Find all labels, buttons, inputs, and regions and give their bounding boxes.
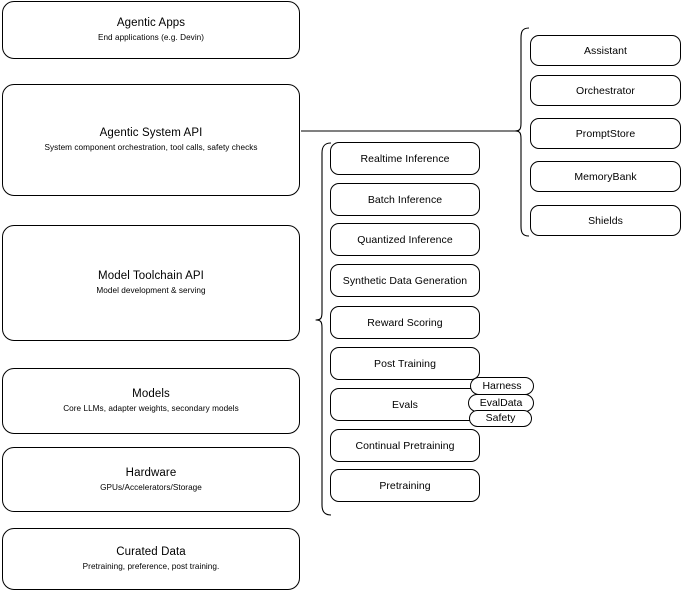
layer-title: Agentic System API [99, 127, 203, 139]
component-label: Orchestrator [576, 84, 635, 97]
capability-label: Post Training [374, 357, 436, 370]
capability-label: Quantized Inference [357, 233, 453, 246]
component-assistant[interactable]: Assistant [530, 35, 681, 66]
layer-subtitle: GPUs/Accelerators/Storage [100, 482, 202, 492]
layer-title: Models [132, 388, 170, 400]
layer-title: Agentic Apps [116, 17, 186, 29]
layer-agentic-apps[interactable]: Agentic Apps End applications (e.g. Devi… [2, 1, 300, 59]
component-label: Assistant [583, 44, 628, 57]
capability-reward-scoring[interactable]: Reward Scoring [330, 306, 480, 339]
layer-title: Hardware [125, 466, 177, 479]
component-orchestrator[interactable]: Orchestrator [530, 75, 681, 106]
toolchain-capabilities-bracket [315, 142, 332, 516]
layer-curated-data[interactable]: Curated Data Pretraining, preference, po… [2, 528, 300, 590]
capability-label: Reward Scoring [367, 316, 443, 329]
component-promptstore[interactable]: PromptStore [530, 118, 681, 149]
layer-agentic-system-api[interactable]: Agentic System API System component orch… [2, 84, 300, 196]
layer-subtitle: Pretraining, preference, post training. [82, 562, 220, 571]
capability-post-training[interactable]: Post Training [330, 347, 480, 380]
capability-label: Pretraining [379, 479, 431, 492]
component-label: MemoryBank [574, 170, 637, 183]
eval-badge-safety[interactable]: Safety [469, 410, 532, 427]
capability-label: Continual Pretraining [355, 439, 455, 452]
layer-subtitle: Core LLMs, adapter weights, secondary mo… [63, 404, 239, 413]
layer-title: Curated Data [116, 546, 186, 558]
layer-models[interactable]: Models Core LLMs, adapter weights, secon… [2, 368, 300, 434]
agentic-components-bracket [514, 27, 530, 237]
capability-pretraining[interactable]: Pretraining [330, 469, 480, 502]
layer-title: Model Toolchain API [98, 270, 204, 282]
capability-label: Batch Inference [367, 193, 443, 206]
layer-subtitle: System component orchestration, tool cal… [44, 143, 258, 152]
capability-evals[interactable]: Evals [330, 388, 480, 421]
eval-badge-label: EvalData [479, 396, 523, 409]
layer-subtitle: End applications (e.g. Devin) [97, 33, 205, 42]
capability-label: Realtime Inference [360, 152, 450, 165]
capability-quantized-inference[interactable]: Quantized Inference [330, 223, 480, 256]
component-memorybank[interactable]: MemoryBank [530, 161, 681, 192]
component-label: Shields [588, 214, 623, 227]
layer-hardware[interactable]: Hardware GPUs/Accelerators/Storage [2, 447, 300, 512]
layer-model-toolchain-api[interactable]: Model Toolchain API Model development & … [2, 225, 300, 341]
capability-label: Synthetic Data Generation [342, 274, 468, 287]
eval-badge-harness[interactable]: Harness [470, 377, 534, 395]
capability-realtime-inference[interactable]: Realtime Inference [330, 142, 480, 175]
component-shields[interactable]: Shields [530, 205, 681, 236]
eval-badge-label: Safety [485, 412, 516, 424]
capability-synthetic-data-generation[interactable]: Synthetic Data Generation [330, 264, 480, 297]
capability-label: Evals [392, 398, 418, 411]
eval-badge-label: Harness [482, 379, 522, 392]
layer-subtitle: Model development & serving [96, 286, 206, 295]
capability-continual-pretraining[interactable]: Continual Pretraining [330, 429, 480, 462]
capability-batch-inference[interactable]: Batch Inference [330, 183, 480, 216]
component-label: PromptStore [575, 127, 636, 140]
